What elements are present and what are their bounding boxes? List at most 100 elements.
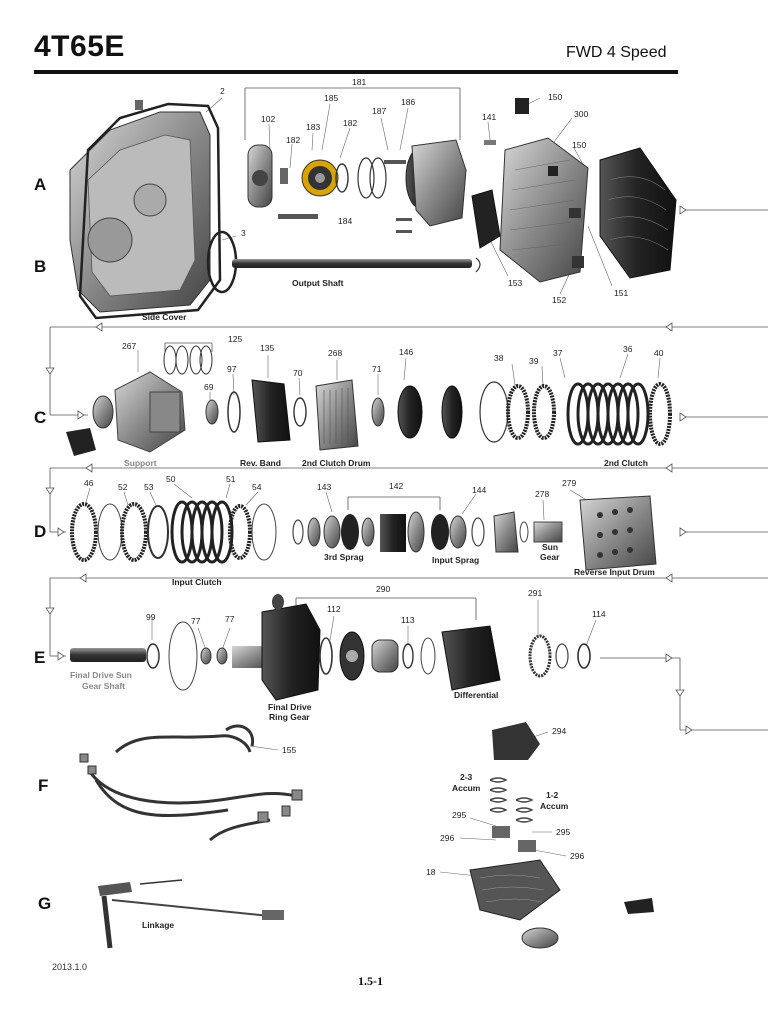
callout-53: 53: [144, 482, 154, 492]
callout-150-b: 150: [572, 140, 587, 150]
label-rev-band: Rev. Band: [240, 458, 281, 468]
callout-186: 186: [401, 97, 416, 107]
label-sun-gear-1: Sun: [542, 542, 559, 552]
callout-112: 112: [327, 604, 341, 614]
footer-page-number: 1.5-1: [358, 974, 383, 988]
side-cover: [69, 100, 211, 313]
row-c-parts: [66, 345, 672, 456]
footer-version: 2013.1.0: [52, 962, 88, 972]
label-2nd-clutch: 2nd Clutch: [604, 458, 648, 468]
label-fd-sun-gear-shaft-2: Gear Shaft: [82, 681, 125, 691]
callout-77-a: 77: [191, 616, 201, 626]
label-fd-sun-gear-shaft-1: Final Drive Sun: [70, 670, 132, 680]
label-1-2-accum-1: 1-2: [546, 790, 559, 800]
row-letter-d: D: [34, 522, 47, 541]
callout-183: 183: [306, 122, 321, 132]
title-rule: [34, 70, 678, 74]
label-support: Support: [124, 458, 157, 468]
valve-body-assembly: [471, 98, 677, 283]
callout-181: 181: [352, 77, 367, 87]
callout-144: 144: [472, 485, 487, 495]
callout-54: 54: [252, 482, 262, 492]
row-d-parts: [70, 495, 657, 571]
callout-150-a: 150: [548, 92, 563, 102]
harness-connectors: [79, 753, 303, 823]
flow-lines: [45, 87, 768, 735]
callout-70: 70: [293, 368, 303, 378]
callout-296-b: 296: [570, 851, 585, 861]
callout-18: 18: [426, 867, 436, 877]
page-subtitle: FWD 4 Speed: [566, 44, 667, 61]
output-shaft: [232, 259, 472, 268]
callout-39: 39: [529, 356, 539, 366]
callout-295-b: 295: [556, 827, 571, 837]
wiring-harness: [88, 724, 297, 842]
callout-114: 114: [592, 609, 606, 619]
callout-146: 146: [399, 347, 414, 357]
label-input-clutch: Input Clutch: [172, 577, 222, 587]
callout-290: 290: [376, 584, 391, 594]
callout-3: 3: [241, 228, 246, 238]
row-letter-a: A: [34, 175, 47, 194]
row-letter-c: C: [34, 408, 47, 427]
accumulator-assembly: [469, 722, 654, 949]
callout-97: 97: [227, 364, 237, 374]
callout-182-b: 182: [343, 118, 358, 128]
callout-38: 38: [494, 353, 504, 363]
callout-300: 300: [574, 109, 589, 119]
callout-267: 267: [122, 341, 137, 351]
label-2-3-accum-2: Accum: [452, 783, 481, 793]
side-cover-gasket: [78, 102, 222, 320]
callout-46: 46: [84, 478, 94, 488]
callout-153: 153: [508, 278, 523, 288]
callout-50: 50: [166, 474, 176, 484]
label-sun-gear-2: Gear: [540, 552, 560, 562]
pump-assembly: [247, 139, 467, 233]
callout-143: 143: [317, 482, 332, 492]
row-letter-g: G: [38, 894, 52, 913]
callout-279: 279: [562, 478, 577, 488]
callout-152: 152: [552, 295, 567, 305]
callout-184: 184: [338, 216, 353, 226]
label-fd-ring-gear-2: Ring Gear: [269, 712, 310, 722]
callout-185: 185: [324, 93, 339, 103]
callout-2: 2: [220, 86, 225, 96]
label-2-3-accum-1: 2-3: [460, 772, 473, 782]
row-letter-b: B: [34, 257, 47, 276]
callout-142: 142: [389, 481, 404, 491]
callout-294: 294: [552, 726, 567, 736]
page-title: 4T65E: [34, 30, 125, 63]
seal-ring-3: [206, 230, 238, 294]
callout-99: 99: [146, 612, 156, 622]
label-fd-ring-gear-1: Final Drive: [268, 702, 312, 712]
label-output-shaft: Output Shaft: [292, 278, 344, 288]
callout-36: 36: [623, 344, 633, 354]
linkage-assembly: [98, 879, 284, 949]
callout-296-a: 296: [440, 833, 455, 843]
label-input-sprag: Input Sprag: [432, 555, 480, 565]
callout-187: 187: [372, 106, 387, 116]
callout-155: 155: [282, 745, 297, 755]
label-side-cover: Side Cover: [142, 312, 187, 322]
callout-37: 37: [553, 348, 563, 358]
callout-278: 278: [535, 489, 550, 499]
label-2nd-clutch-drum: 2nd Clutch Drum: [302, 458, 371, 468]
label-3rd-sprag: 3rd Sprag: [324, 552, 364, 562]
callout-71: 71: [372, 364, 382, 374]
callout-40: 40: [654, 348, 664, 358]
callout-69: 69: [204, 382, 214, 392]
callout-151: 151: [614, 288, 629, 298]
label-differential: Differential: [454, 690, 499, 700]
callout-135: 135: [260, 343, 275, 353]
label-linkage: Linkage: [142, 920, 175, 930]
callout-52: 52: [118, 482, 128, 492]
callout-51: 51: [226, 474, 236, 484]
callout-268: 268: [328, 348, 343, 358]
callout-141: 141: [482, 112, 497, 122]
callout-102: 102: [261, 114, 276, 124]
callout-182-a: 182: [286, 135, 301, 145]
label-reverse-input-drum: Reverse Input Drum: [574, 567, 655, 577]
callout-125: 125: [228, 334, 243, 344]
callout-295-a: 295: [452, 810, 467, 820]
